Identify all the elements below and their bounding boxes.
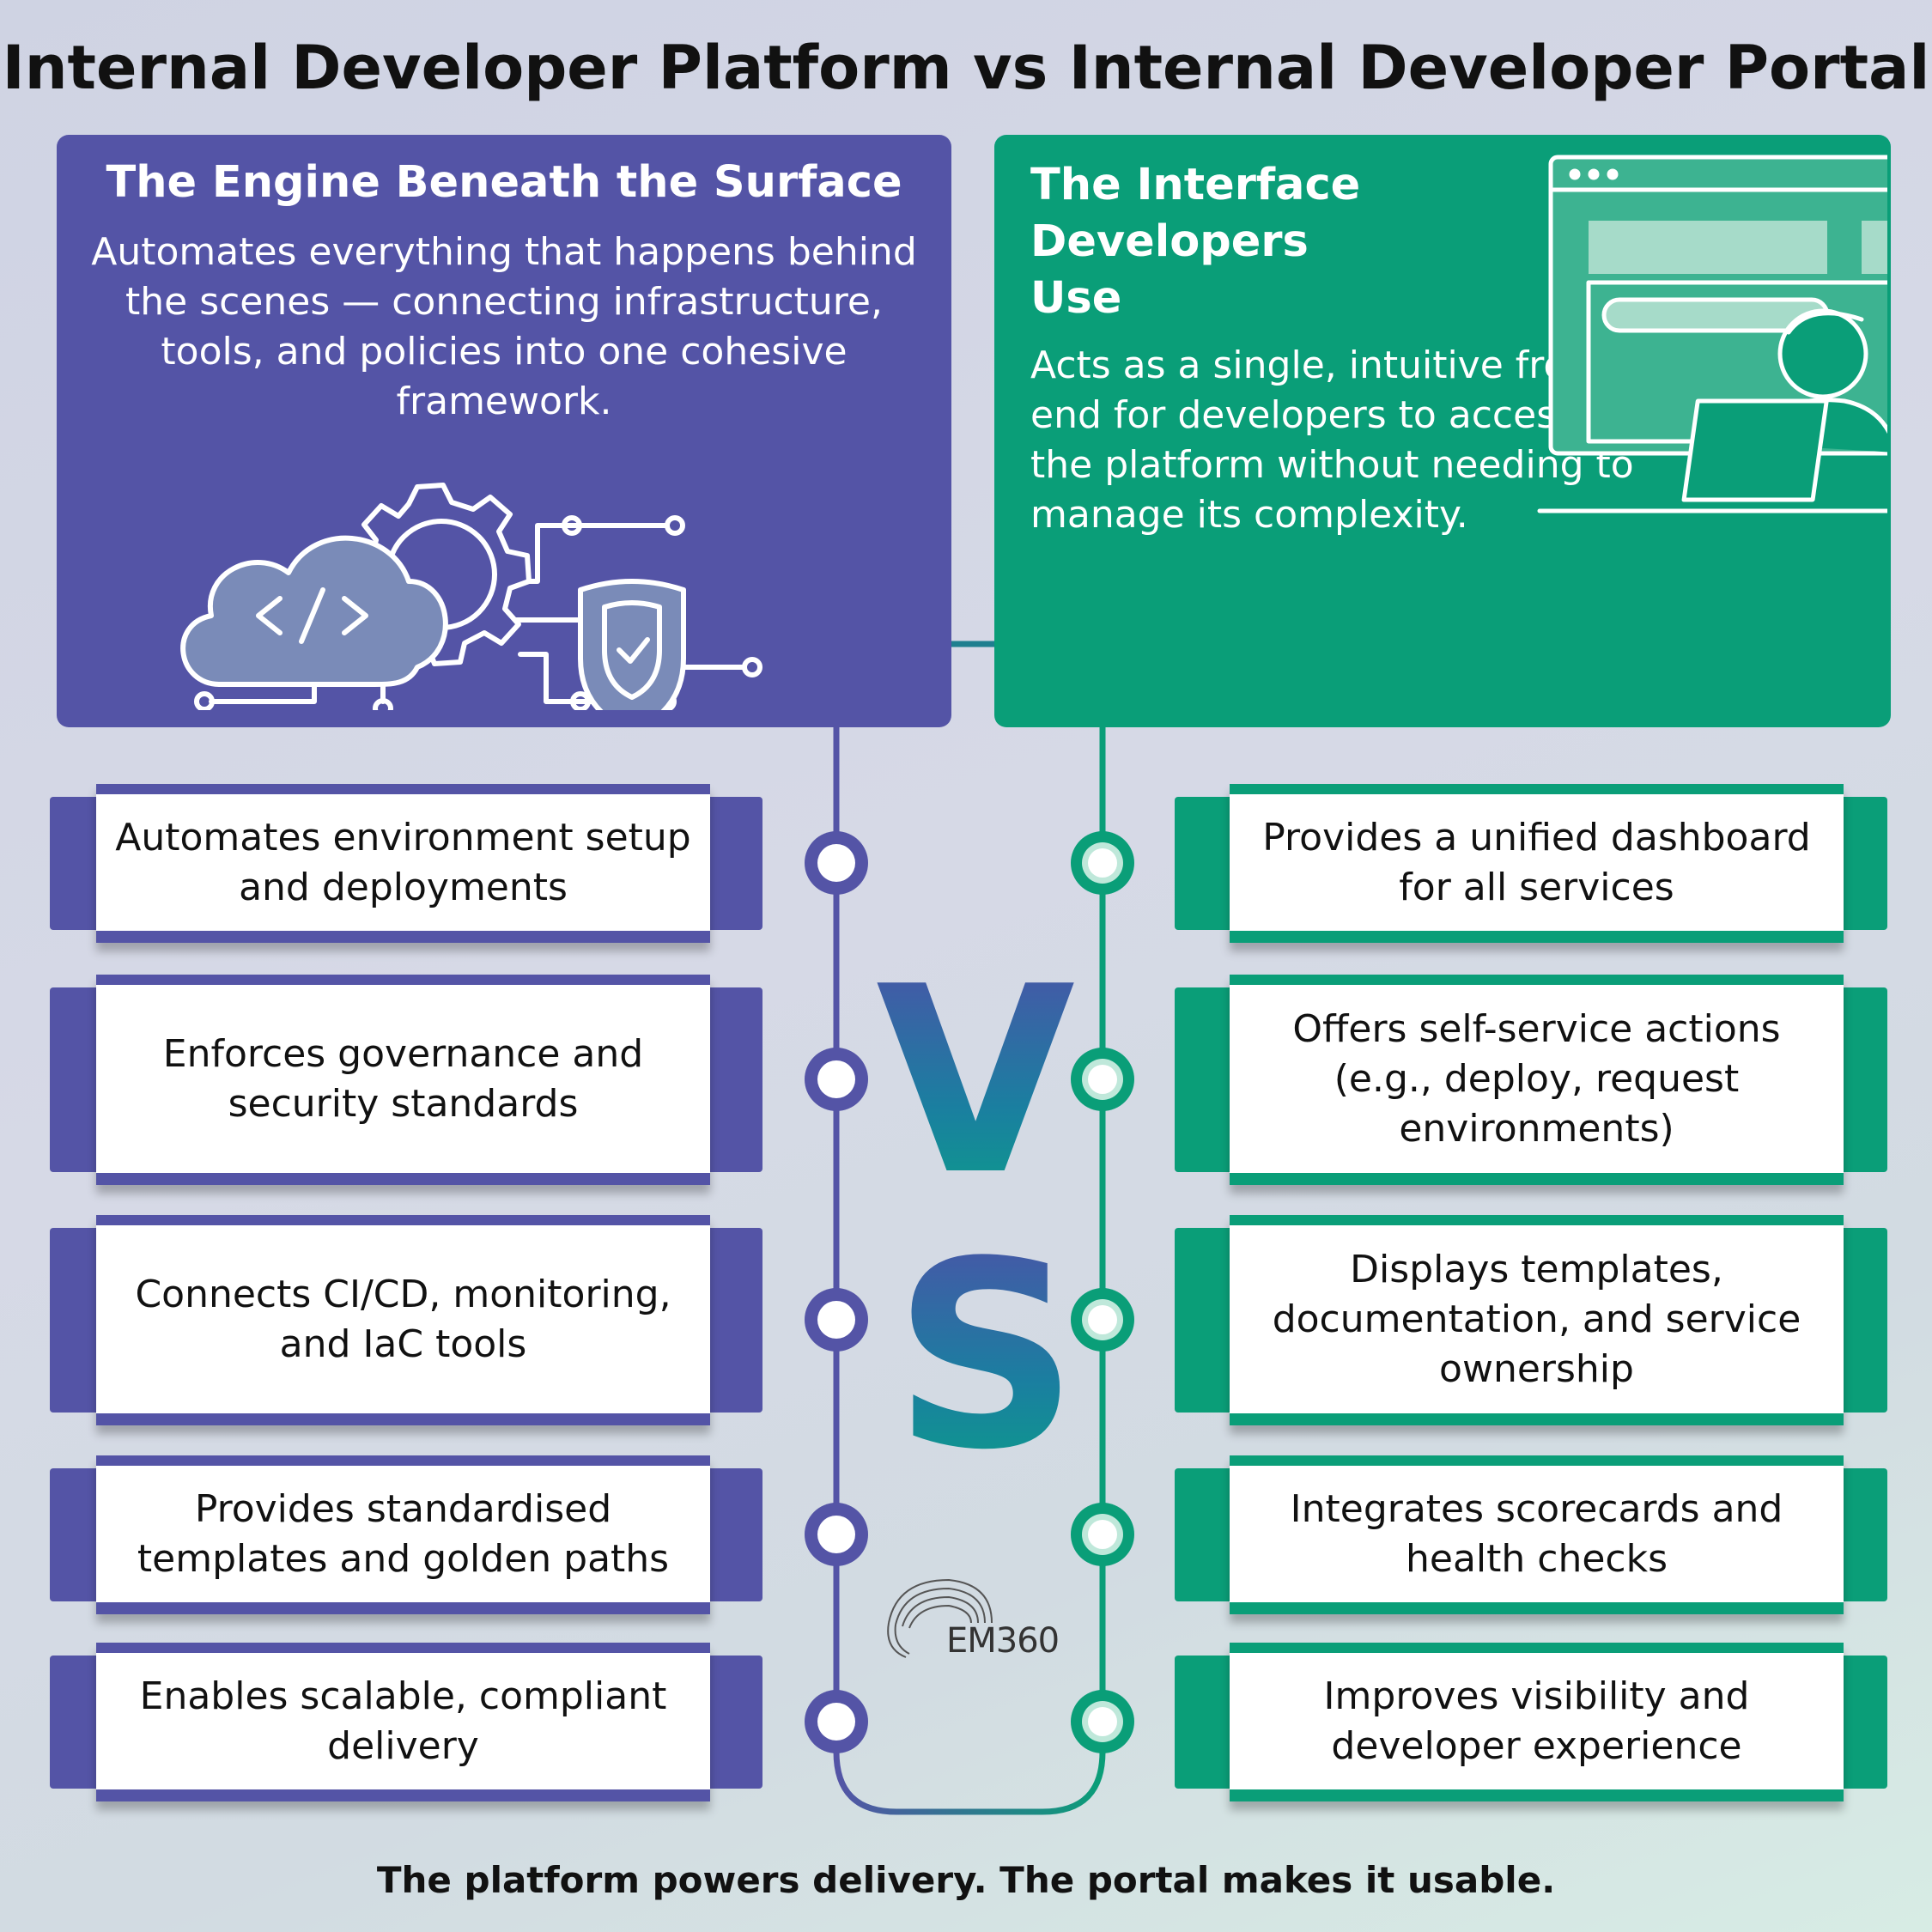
developer-laptop-icon: [1537, 308, 1887, 513]
timeline-join-curve: [833, 1751, 1106, 1815]
vs-letter-s: S: [893, 1206, 1079, 1506]
brand-logo-icon: [887, 1578, 993, 1658]
vs-letter-v: V: [876, 932, 1076, 1231]
platform-header-card: The Engine Beneath the Surface Automates…: [57, 135, 951, 727]
platform-feature-card: Provides standardised templates and gold…: [96, 1455, 710, 1614]
portal-feature-card: Improves visibility and developer experi…: [1230, 1643, 1844, 1801]
portal-feature-card: Integrates scorecards and health checks: [1230, 1455, 1844, 1614]
platform-feature-card: Automates environment setup and deployme…: [96, 784, 710, 943]
portal-illustration: [1537, 155, 1887, 513]
page-title: Internal Developer Platform vs Internal …: [2, 33, 1930, 103]
platform-feature-card: Enforces governance and security standar…: [96, 975, 710, 1185]
platform-feature-card: Enables scalable, compliant delivery: [96, 1643, 710, 1801]
portal-feature-card: Displays templates, documentation, and s…: [1230, 1215, 1844, 1425]
shield-check-icon: [578, 579, 686, 710]
platform-feature-card: Connects CI/CD, monitoring, and IaC tool…: [96, 1215, 710, 1425]
platform-heading: The Engine Beneath the Surface: [106, 157, 902, 208]
platform-illustration: [180, 483, 762, 710]
portal-description: Acts as a single, intuitive front-end fo…: [1030, 343, 1634, 537]
footer-tagline: The platform powers delivery. The portal…: [376, 1859, 1556, 1901]
portal-header-card: The Interface Developers Use Acts as a s…: [994, 135, 1891, 727]
portal-heading: The Interface Developers Use: [1030, 160, 1361, 324]
cloud-code-icon: [180, 535, 448, 687]
brand-name: EM360: [946, 1621, 1060, 1661]
portal-feature-card: Provides a unified dashboard for all ser…: [1230, 784, 1844, 943]
platform-description: Automates everything that happens behind…: [91, 230, 917, 423]
portal-feature-card: Offers self-service actions (e.g., deplo…: [1230, 975, 1844, 1185]
